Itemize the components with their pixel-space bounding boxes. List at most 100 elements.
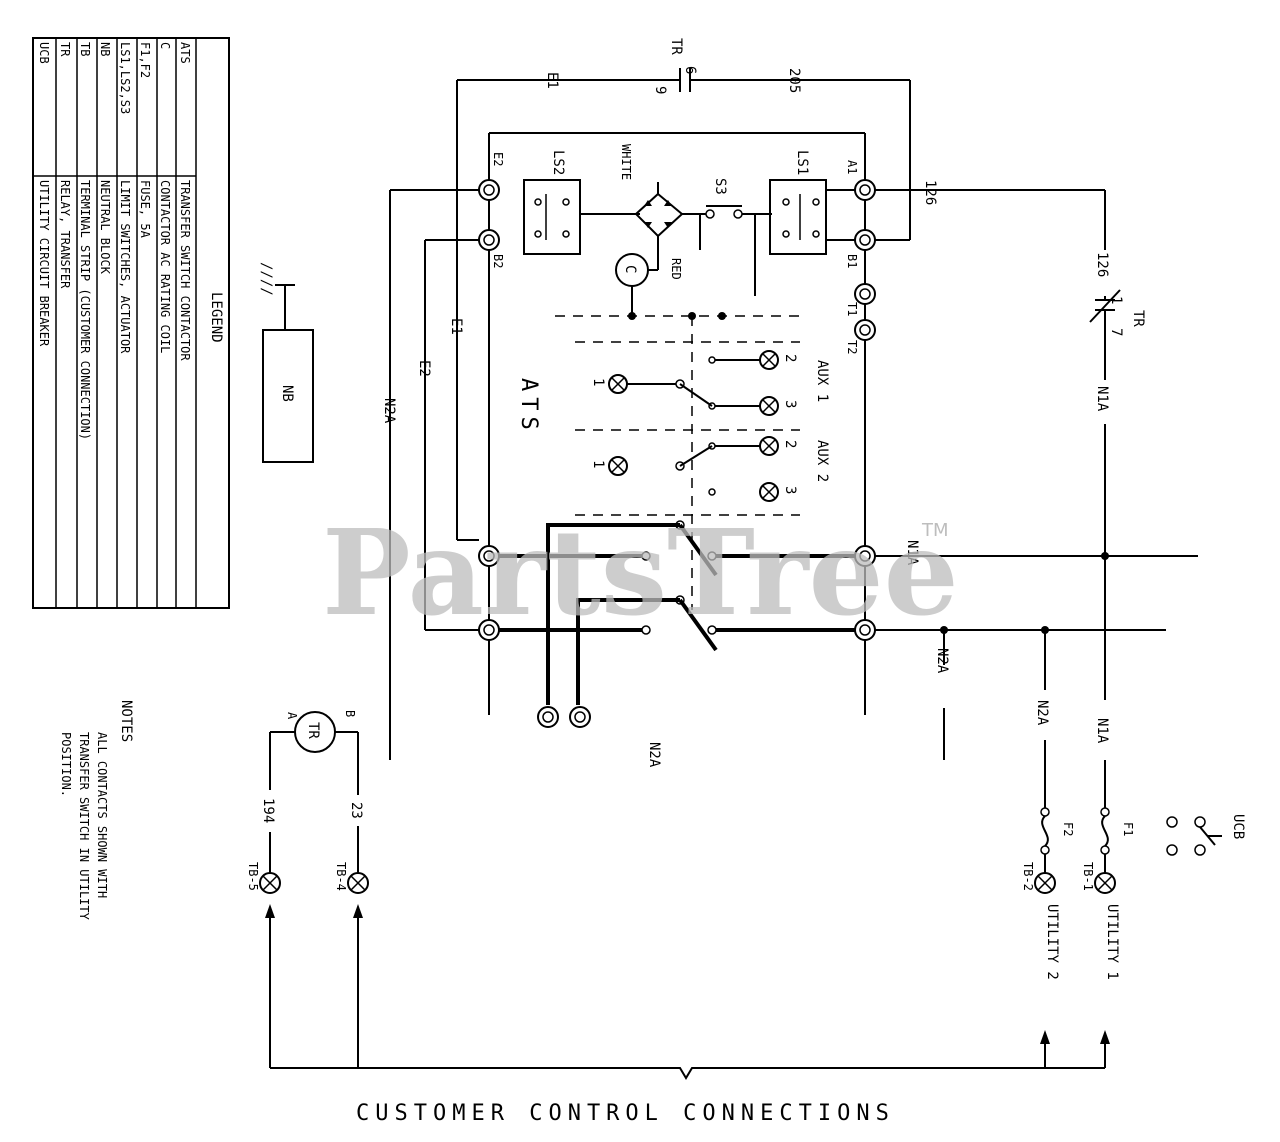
mechanical-links xyxy=(555,312,800,610)
relay-right-pin-a: 1 xyxy=(1108,296,1124,304)
fuses: F1 F2 xyxy=(1040,807,1135,874)
legend-desc-2: FUSE, 5A xyxy=(138,180,152,239)
terminal-b2-label: B2 xyxy=(491,254,505,268)
right-wiring: N1A N2A 126 TR 1 7 N1A N1A N2A xyxy=(875,190,1198,808)
notes-line-2: TRANSFER SWITCH IN UTILITY xyxy=(77,732,91,921)
wire-n1a-a: N1A xyxy=(904,540,920,566)
legend-abbr-2: F1,F2 xyxy=(138,42,152,78)
terminal-t1-label: T1 xyxy=(845,302,859,316)
wire-n1a-c: N1A xyxy=(1094,718,1110,744)
ls2-label: LS2 xyxy=(550,150,566,175)
white-label: WHITE xyxy=(619,144,633,180)
legend-desc-3: LIMIT SWITCHES, ACTUATOR xyxy=(118,180,132,354)
wire-n2a-left: N2A xyxy=(381,398,397,424)
notes-line-1: ALL CONTACTS SHOWN WITH xyxy=(95,732,109,898)
utility-1-label: UTILITY 1 xyxy=(1104,904,1120,980)
relay-top-pin-b: 9 xyxy=(652,86,668,94)
limit-switch-ls2: LS2 xyxy=(523,150,640,255)
wire-n2a-b: N2A xyxy=(934,648,950,674)
aux1-pin1: 1 xyxy=(590,378,606,386)
tb-4-label: TB-4 xyxy=(334,862,348,891)
aux1-name: AUX 1 xyxy=(814,360,830,402)
tb-5-label: TB-5 xyxy=(246,862,260,891)
legend-abbr-6: TR xyxy=(58,42,72,57)
wire-n2a-c: N2A xyxy=(1034,700,1050,726)
terminal-b1-label: B1 xyxy=(845,254,859,268)
fuse-f1-label: F1 xyxy=(1121,822,1135,836)
legend-desc-7: UTILITY CIRCUIT BREAKER xyxy=(37,180,51,347)
wire-n1a-b: N1A xyxy=(1094,386,1110,412)
relay-top-tr: TR 6 9 E1 205 xyxy=(456,38,911,540)
wire-126-b: 126 xyxy=(1094,252,1110,277)
tb-1-terminal xyxy=(1094,872,1116,894)
wire-e2-side: E2 xyxy=(416,360,432,377)
legend-abbr-5: TB xyxy=(78,42,92,56)
wire-126-a: 126 xyxy=(922,180,938,205)
legend-abbr-1: C xyxy=(158,42,172,49)
wire-e1-top: E1 xyxy=(544,72,560,89)
notes-line-3: POSITION. xyxy=(59,732,73,797)
tb-terminals: TB-1 TB-2 TB-4 TB-5 UTILITY 1 UTILITY 2 xyxy=(246,862,1120,1080)
notes: NOTES ALL CONTACTS SHOWN WITH TRANSFER S… xyxy=(59,700,134,921)
main-contacts: N2A xyxy=(425,520,876,768)
terminals-right: A1 B1 T1 T2 126 xyxy=(845,160,1105,354)
aux2-name: AUX 2 xyxy=(814,440,830,482)
notes-title: NOTES xyxy=(118,700,134,742)
aux-1-contacts: 1 2 3 AUX 1 xyxy=(590,350,830,416)
aux-2-contacts: 1 2 3 AUX 2 xyxy=(590,436,830,502)
utility-2-label: UTILITY 2 xyxy=(1044,904,1060,980)
legend-rows: ATS TRANSFER SWITCH CONTACTOR C CONTACTO… xyxy=(37,42,192,440)
fuse-f2-label: F2 xyxy=(1061,822,1075,836)
terminals-left: E2 B2 E1 E2 N2A xyxy=(381,152,505,760)
terminal-e2-label: E2 xyxy=(491,152,505,166)
watermark-text: PartsTree xyxy=(322,503,959,642)
tb-1-label: TB-1 xyxy=(1081,862,1095,891)
red-label: RED xyxy=(669,258,683,280)
legend-desc-5: TERMINAL STRIP (CUSTOMER CONNECTION) xyxy=(78,180,92,440)
aux1-pin2: 2 xyxy=(782,354,798,362)
legend-desc-1: CONTACTOR AC RATING COIL xyxy=(158,180,172,353)
rectifier-bridge: WHITE RED C xyxy=(615,144,684,318)
legend-abbr-3: LS1,LS2,S3 xyxy=(118,42,132,114)
ls1-label: LS1 xyxy=(794,150,810,175)
legend-desc-0: TRANSFER SWITCH CONTACTOR xyxy=(178,180,192,361)
legend-desc-6: RELAY, TRANSFER xyxy=(58,180,72,289)
relay-top-pin-a: 6 xyxy=(682,66,698,74)
tb-2-terminal xyxy=(1034,872,1056,894)
aux2-pin2: 2 xyxy=(782,440,798,448)
ucb-label: UCB xyxy=(1230,814,1246,839)
legend-abbr-0: ATS xyxy=(178,42,192,64)
utility-circuit-breaker: UCB xyxy=(1166,814,1246,856)
terminal-a1-label: A1 xyxy=(845,160,859,174)
customer-control-label: CUSTOMER CONTROL CONNECTIONS xyxy=(356,1101,895,1126)
meter-a: A xyxy=(285,712,299,720)
meter-symbol: TR xyxy=(305,722,321,739)
meter-tr: TR A B 194 23 xyxy=(260,710,364,873)
neutral-block-label: NB xyxy=(279,385,295,402)
legend-abbr-7: UCB xyxy=(37,42,51,64)
terminal-t2-label: T2 xyxy=(845,340,859,354)
watermark-tm: TM xyxy=(921,520,949,541)
wire-205: 205 xyxy=(786,68,802,93)
aux1-pin3: 3 xyxy=(782,400,798,408)
legend-abbr-4: NB xyxy=(98,42,112,56)
aux2-pin3: 3 xyxy=(782,486,798,494)
legend-desc-4: NEUTRAL BLOCK xyxy=(98,180,112,275)
relay-right-pin-b: 7 xyxy=(1108,328,1124,336)
relay-top-name: TR xyxy=(668,38,684,55)
meter-b: B xyxy=(343,710,357,717)
ground-mark: //// xyxy=(258,262,274,296)
legend-header: LEGEND xyxy=(208,292,224,343)
s3-label: S3 xyxy=(712,178,728,195)
wire-e1-side: E1 xyxy=(448,318,464,335)
neutral-block: NB //// xyxy=(258,262,314,463)
switch-s3: S3 xyxy=(682,178,772,296)
ats-label: ATS xyxy=(516,378,541,436)
relay-right-name: TR xyxy=(1130,310,1146,327)
tb-2-label: TB-2 xyxy=(1021,862,1035,891)
coil-c-label: C xyxy=(622,265,638,273)
legend-table: LEGEND ATS TRANSFER SWITCH CONTACTOR C C… xyxy=(32,37,230,609)
wire-23: 23 xyxy=(348,802,364,819)
wire-194: 194 xyxy=(260,798,276,823)
